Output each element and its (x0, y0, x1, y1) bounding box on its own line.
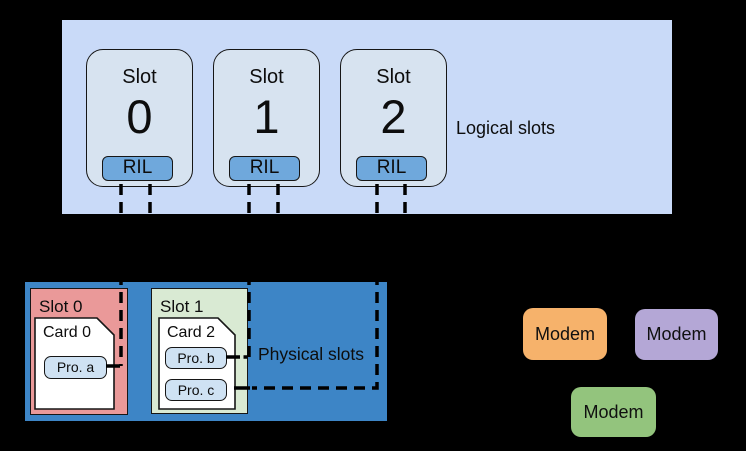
slot-word: Slot (122, 66, 157, 88)
physical-slot-0-label: Slot 0 (39, 297, 83, 316)
logical-slots-label: Logical slots (456, 118, 556, 138)
physical-slot-1: Slot 1 Card 2 Pro. b Pro. c (151, 288, 248, 414)
ril-badge-2: RIL (356, 156, 427, 181)
physical-slot-0: Slot 0 Card 0 Pro. a (30, 288, 128, 415)
logical-slot-2: Slot 2 RIL (340, 49, 447, 187)
logical-slot-1: Slot 1 RIL (213, 49, 320, 187)
logical-slots-container: Slot 0 RIL Slot 1 RIL Slot 2 RIL Logical… (62, 20, 672, 214)
slot-number: 1 (253, 90, 280, 143)
modem-purple: Modem (635, 309, 718, 360)
physical-slot-1-label: Slot 1 (160, 297, 204, 316)
slot-number: 2 (380, 90, 407, 143)
profile-a: Pro. a (44, 356, 107, 379)
slot-word: Slot (249, 66, 284, 88)
ril-badge-0: RIL (102, 156, 173, 181)
sim-card-0: Card 0 Pro. a (34, 317, 115, 416)
physical-slots-container: Slot 0 Card 0 Pro. a Slot 1 Card 2 Pro. … (25, 282, 387, 421)
sim-card-0-label: Card 0 (43, 324, 92, 341)
profile-b: Pro. b (165, 347, 227, 369)
sim-card-2: Card 2 Pro. b Pro. c (158, 317, 236, 416)
slot-number: 0 (126, 90, 153, 143)
sim-card-2-label: Card 2 (167, 324, 216, 341)
modem-orange: Modem (523, 308, 607, 360)
ril-badge-1: RIL (229, 156, 300, 181)
modem-green: Modem (571, 387, 656, 437)
slot-word: Slot (376, 66, 411, 88)
logical-slot-0: Slot 0 RIL (86, 49, 193, 187)
profile-c: Pro. c (165, 379, 227, 401)
physical-slots-label: Physical slots (258, 344, 365, 364)
